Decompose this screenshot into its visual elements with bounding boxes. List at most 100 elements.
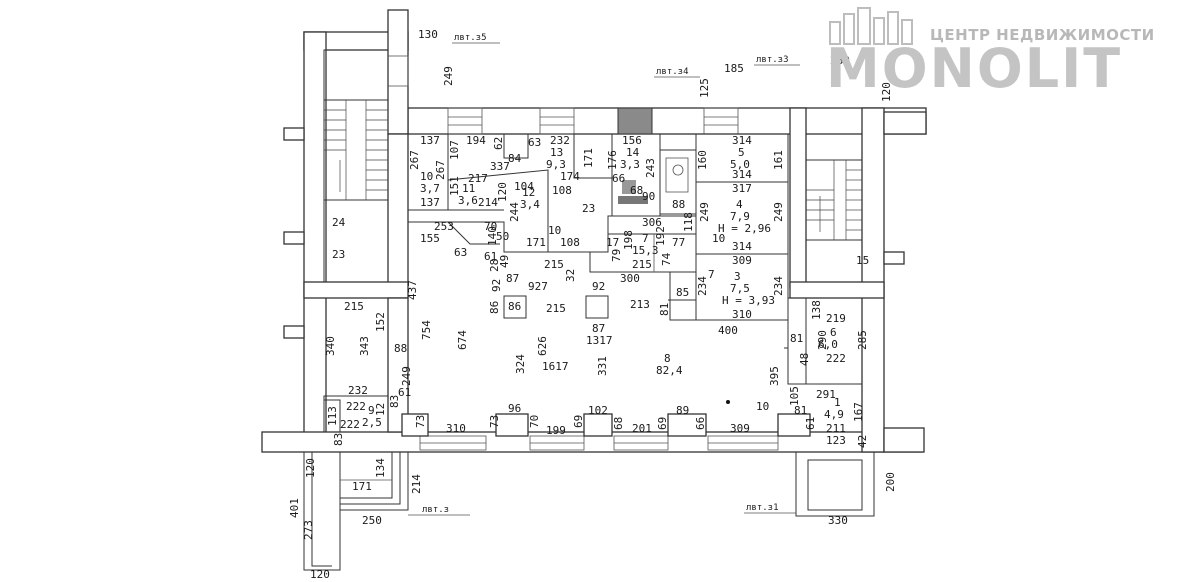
dim: 285 — [856, 330, 869, 350]
dim: 49 — [498, 255, 511, 268]
dim: 83 — [388, 395, 401, 408]
room-1-number: 1 — [834, 396, 841, 409]
skyline-logo-icon — [829, 7, 913, 45]
dim: 244 — [508, 202, 521, 222]
piers-bottom — [401, 413, 811, 437]
dim: 68 — [612, 417, 625, 430]
dim: 213 — [630, 298, 650, 311]
dim: 81 — [794, 404, 807, 417]
dim: 267 — [408, 150, 421, 170]
dim: 66 — [612, 172, 625, 185]
dimension-labels: 130 249 185 125 280 120 137 194 62 63 23… — [288, 28, 897, 581]
dim: 107 — [448, 140, 461, 160]
left-stairwell — [323, 49, 389, 283]
room-9-number: 9 — [368, 404, 375, 417]
stair-labels: лвт.з5 лвт.з4 лвт.з3 лвт.з лвт.з1 — [408, 33, 800, 516]
brand-watermark: ЦЕНТР НЕДВИЖИМОСТИ MONOLIT — [826, 6, 1200, 101]
dim: 81 — [658, 303, 671, 316]
dim: 314 — [732, 168, 752, 181]
dim: 151 — [448, 176, 461, 196]
dim: 81 — [790, 332, 803, 345]
dim: 273 — [302, 520, 315, 540]
dim: 337 — [490, 160, 510, 173]
wall-stub-right-3 — [883, 427, 925, 453]
room-3-height: Н = 3,93 — [722, 294, 775, 307]
dim: 88 — [394, 342, 407, 355]
dim: 69 — [572, 415, 585, 428]
dim: 15 — [856, 254, 869, 267]
dim: 249 — [772, 202, 785, 222]
room-12-area: 3,4 — [520, 198, 540, 211]
right-stairwell — [805, 133, 863, 283]
dim: 215 — [632, 258, 652, 271]
dim: 134 — [374, 458, 387, 478]
dim: 674 — [456, 330, 469, 350]
dim: 754 — [420, 320, 433, 340]
wall-left-inner — [387, 133, 409, 285]
dim: 123 — [826, 434, 846, 447]
stair-label-c: лвт.з3 — [756, 55, 789, 65]
room-3-number: 3 — [734, 270, 741, 283]
dim: 314 — [732, 240, 752, 253]
room-6-number: 6 — [830, 326, 837, 339]
dim: 12 — [374, 403, 387, 416]
dim: 138 — [810, 300, 823, 320]
wall-left-outer — [303, 31, 327, 438]
dim: 280 — [830, 54, 850, 67]
dim: 437 — [406, 280, 419, 300]
dim: 290 — [816, 330, 829, 350]
dim: 167 — [852, 402, 865, 422]
room-6-area: 6,0 — [818, 338, 838, 351]
dim: 120 — [310, 568, 330, 581]
dim: 249 — [400, 366, 413, 386]
dim: 267 — [434, 160, 447, 180]
dim: 330 — [828, 514, 848, 527]
wall-right-stair — [789, 107, 807, 289]
dim: 90 — [642, 190, 655, 203]
dim: 24 — [332, 216, 346, 229]
dim: 62 — [492, 137, 505, 150]
dim: 156 — [622, 134, 642, 147]
room-10-area: 3,7 — [420, 182, 440, 195]
wall-right-outer — [861, 107, 885, 453]
wall-top — [407, 107, 927, 135]
dim: 155 — [420, 232, 440, 245]
dim: 214 — [478, 196, 498, 209]
stair-label-d: лвт.з — [422, 505, 449, 515]
dim: 249 — [698, 202, 711, 222]
brand-tagline: ЦЕНТР НЕДВИЖИМОСТИ — [930, 26, 1155, 44]
dim: 86 — [508, 300, 521, 313]
wall-stub-left-2 — [283, 231, 305, 245]
dim: 211 — [826, 422, 846, 435]
dim: 306 — [642, 216, 662, 229]
dim: 61 — [484, 250, 497, 263]
dim: 104 — [514, 180, 534, 193]
reference-point — [726, 400, 730, 404]
dim: 83 — [332, 433, 345, 446]
dim: 253 — [434, 220, 454, 233]
dim: 23 — [582, 202, 595, 215]
dim: 50 — [496, 230, 509, 243]
room-4-height: Н = 2,96 — [718, 222, 771, 235]
dim: 343 — [358, 336, 371, 356]
dim: 118 — [682, 212, 695, 232]
dim: 249 — [442, 66, 455, 86]
dim: 120 — [880, 82, 893, 102]
dim: 88 — [672, 198, 685, 211]
dim: 160 — [696, 150, 709, 170]
dim: 200 — [884, 472, 897, 492]
dim: 199 — [546, 424, 566, 437]
dim: 89 — [676, 404, 689, 417]
room-7-number: 7 — [642, 232, 649, 245]
room-5-number: 5 — [738, 146, 745, 159]
dim: 130 — [418, 28, 438, 41]
entrance-stairs-left — [303, 452, 409, 571]
wall-right-stair-bottom — [789, 281, 885, 299]
dim: 300 — [620, 272, 640, 285]
dim: 63 — [528, 136, 541, 149]
dim: 215 — [546, 302, 566, 315]
dim: 87 — [506, 272, 519, 285]
dim: 48 — [798, 353, 811, 366]
wall-stub-right-1 — [883, 111, 927, 135]
